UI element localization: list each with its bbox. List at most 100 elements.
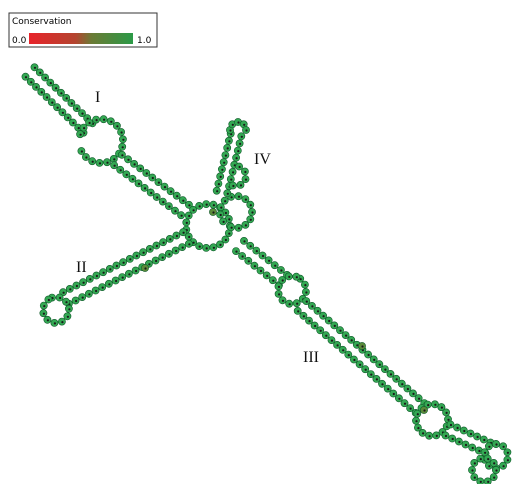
nucleotide-base-mark <box>339 329 342 332</box>
nucleotide-base-mark <box>131 178 134 181</box>
nucleotide-base-mark <box>231 123 234 126</box>
nucleotide-base-mark <box>212 204 215 207</box>
nucleotide-base-mark <box>235 157 238 160</box>
nucleotide-base-mark <box>69 288 72 291</box>
nucleotide-base-mark <box>495 443 498 446</box>
nucleotide-base-mark <box>219 175 222 178</box>
nucleotide-base-mark <box>373 358 376 361</box>
nucleotide-base-mark <box>139 167 142 170</box>
nucleotide-base-mark <box>125 173 128 176</box>
nucleotide-base-mark <box>223 161 226 164</box>
nucleotide-base-mark <box>493 462 496 465</box>
nucleotide-base-mark <box>381 383 384 386</box>
nucleotide-base-mark <box>232 171 235 174</box>
nucleotide-base-mark <box>205 247 208 250</box>
nucleotide-base-mark <box>229 129 232 132</box>
nucleotide-base-mark <box>119 169 122 172</box>
nucleotide-base-mark <box>122 261 125 264</box>
nucleotide-base-mark <box>198 245 201 248</box>
nucleotide-base-mark <box>353 358 356 362</box>
nucleotide-base-mark <box>145 172 148 175</box>
nucleotide-base-mark <box>75 284 78 288</box>
nucleotide-base-mark <box>216 190 219 193</box>
nucleotide-base-mark <box>192 209 195 212</box>
nucleotide-base-mark <box>122 138 125 141</box>
nucleotide-base-mark <box>198 205 201 208</box>
nucleotide-base-mark <box>412 392 415 395</box>
nucleotide-base-mark <box>155 259 158 263</box>
nucleotide-base-mark <box>308 320 311 323</box>
nucleotide-base-mark <box>222 220 225 223</box>
nucleotide-base-mark <box>128 273 131 276</box>
nucleotide-base-mark <box>297 310 300 313</box>
nucleotide-base-mark <box>299 278 302 281</box>
nucleotide-base-mark <box>55 87 58 90</box>
nucleotide-base-mark <box>506 459 509 462</box>
nucleotide-base-mark <box>88 121 91 125</box>
nucleotide-base-mark <box>471 469 474 472</box>
nucleotide-base-mark <box>169 238 172 241</box>
nucleotide-base-mark <box>333 324 336 327</box>
nucleotide-base-mark <box>249 204 252 207</box>
nucleotide-base-mark <box>305 291 308 294</box>
nucleotide-base-mark <box>319 329 322 332</box>
nucleotide-base-mark <box>277 285 281 288</box>
nucleotide-base-mark <box>176 195 179 198</box>
nucleotide-base-mark <box>305 300 308 303</box>
nucleotide-base-mark <box>272 279 275 282</box>
nucleotide-base-mark <box>239 184 243 187</box>
nucleotide-base-mark <box>251 211 254 214</box>
nucleotide-base-mark <box>220 206 223 209</box>
nucleotide-base-mark <box>259 269 263 273</box>
nucleotide-base-mark <box>98 162 102 165</box>
nucleotide-base-mark <box>238 165 241 169</box>
nucleotide-base-mark <box>471 446 474 450</box>
nucleotide-base-mark <box>83 127 86 130</box>
nucleotide-base-mark <box>237 150 240 153</box>
nucleotide-base-mark <box>237 121 240 124</box>
nucleotide-base-mark <box>230 196 233 199</box>
nucleotide-base-mark <box>226 147 229 150</box>
nucleotide-base-mark <box>416 413 419 416</box>
nucleotide-base-mark <box>61 111 64 114</box>
nucleotide-base-mark <box>440 406 443 409</box>
nucleotide-base-mark <box>219 213 222 217</box>
nucleotide-base-mark <box>121 276 124 279</box>
nucleotide-base-mark <box>175 234 178 238</box>
nucleotide-base-mark <box>35 86 38 89</box>
legend-min-label: 0.0 <box>12 36 27 46</box>
nucleotide-base-mark <box>113 158 116 161</box>
nucleotide-base-mark <box>81 296 84 299</box>
nucleotide-base-mark <box>342 349 345 352</box>
nucleotide-base-mark <box>224 211 227 215</box>
nucleotide-base-mark <box>302 315 305 318</box>
nucleotide-base-mark <box>101 286 104 289</box>
nucleotide-base-mark <box>133 163 136 166</box>
nucleotide-base-mark <box>378 363 381 366</box>
nucleotide-base-mark <box>30 81 33 84</box>
nucleotide-base-mark <box>144 187 147 190</box>
nucleotide-base-mark <box>281 299 285 302</box>
nucleotide-base-mark <box>359 363 362 366</box>
nucleotide-base-mark <box>347 354 350 357</box>
nucleotide-base-mark <box>47 298 51 302</box>
nucleotide-base-mark <box>219 243 222 246</box>
nucleotide-base-mark <box>245 129 248 132</box>
nucleotide-base-mark <box>230 178 233 181</box>
nucleotide-base-mark <box>33 66 37 69</box>
nucleotide-base-mark <box>261 254 265 258</box>
nucleotide-base-mark <box>181 246 184 249</box>
nucleotide-base-mark <box>51 101 54 104</box>
nucleotide-base-mark <box>156 196 159 199</box>
domain-label-iv: IV <box>254 151 271 168</box>
nucleotide-base-mark <box>316 310 320 313</box>
nucleotide-base-mark <box>479 458 482 461</box>
nucleotide-base-mark <box>39 71 42 74</box>
nucleotide-base-mark <box>46 96 49 99</box>
nucleotide-base-mark <box>79 133 82 136</box>
nucleotide-base-mark <box>162 241 165 244</box>
legend-title: Conservation <box>12 17 72 27</box>
nucleotide-base-mark <box>502 445 505 448</box>
nucleotide-layer <box>21 63 512 484</box>
nucleotide-base-mark <box>483 438 486 442</box>
